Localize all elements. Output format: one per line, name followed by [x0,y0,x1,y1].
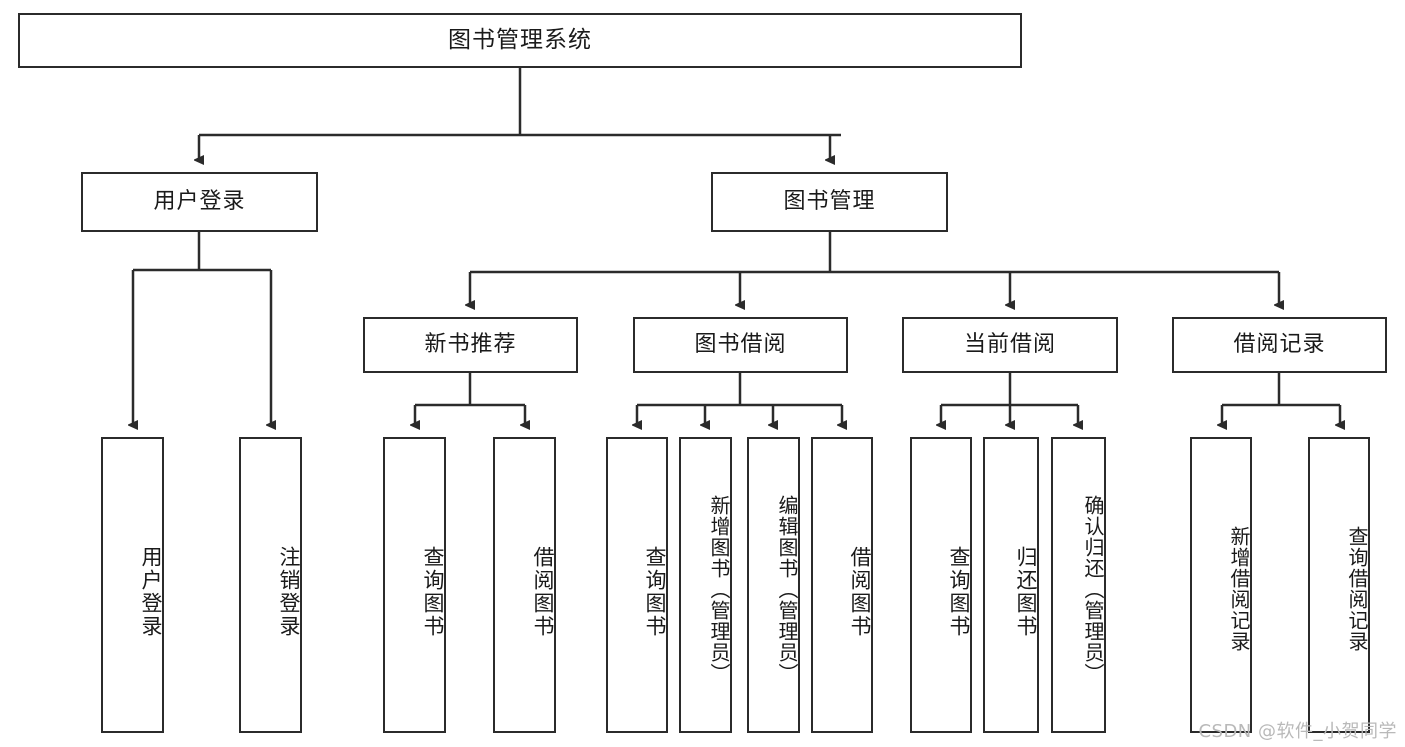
node-book-management[interactable]: 图书管理 [711,172,948,232]
node-label: 查询图书 [643,546,667,638]
node-label: 用户登录 [153,188,246,214]
node-label: 确认归还（管理员） [1081,494,1105,684]
node-label: 用户登录 [139,546,163,638]
node-label: 注销登录 [277,546,301,638]
node-user-login[interactable]: 用户登录 [81,172,318,232]
node-label: 新增图书（管理员） [707,494,731,684]
node-label: 借阅图书 [531,546,555,638]
node-root-book-management-system[interactable]: 图书管理系统 [18,13,1022,68]
leaf-logout[interactable]: 注销登录 [239,437,302,733]
node-label: 当前借阅 [963,331,1056,357]
node-label: 查询图书 [421,546,445,638]
node-borrow-record[interactable]: 借阅记录 [1172,317,1387,373]
node-label: 归还图书 [1014,546,1038,638]
csdn-watermark: CSDN @软件_小贺同学 [1198,721,1397,742]
node-label: 查询图书 [947,546,971,638]
node-label: 借阅记录 [1233,331,1326,357]
node-book-borrow[interactable]: 图书借阅 [633,317,848,373]
leaf-confirm-return-admin[interactable]: 确认归还（管理员） [1051,437,1106,733]
node-new-book-recommend[interactable]: 新书推荐 [363,317,578,373]
node-label: 新增借阅记录 [1227,526,1251,652]
leaf-add-borrow-record[interactable]: 新增借阅记录 [1190,437,1252,733]
node-label: 查询借阅记录 [1345,526,1369,652]
leaf-borrow-book-newbook[interactable]: 借阅图书 [493,437,556,733]
leaf-query-book-borrow[interactable]: 查询图书 [606,437,668,733]
leaf-user-login[interactable]: 用户登录 [101,437,164,733]
node-label: 图书管理 [783,188,876,214]
node-current-borrow[interactable]: 当前借阅 [902,317,1118,373]
leaf-return-book[interactable]: 归还图书 [983,437,1039,733]
leaf-edit-book-admin[interactable]: 编辑图书（管理员） [747,437,800,733]
node-label: 编辑图书（管理员） [775,494,799,684]
leaf-query-borrow-record[interactable]: 查询借阅记录 [1308,437,1370,733]
node-label: 图书借阅 [694,331,787,357]
leaf-borrow-book[interactable]: 借阅图书 [811,437,873,733]
node-label: 借阅图书 [848,546,872,638]
leaf-add-book-admin[interactable]: 新增图书（管理员） [679,437,732,733]
leaf-query-book-newbook[interactable]: 查询图书 [383,437,446,733]
node-label: 新书推荐 [424,331,517,357]
node-label: 图书管理系统 [448,26,592,53]
leaf-query-book-current[interactable]: 查询图书 [910,437,972,733]
